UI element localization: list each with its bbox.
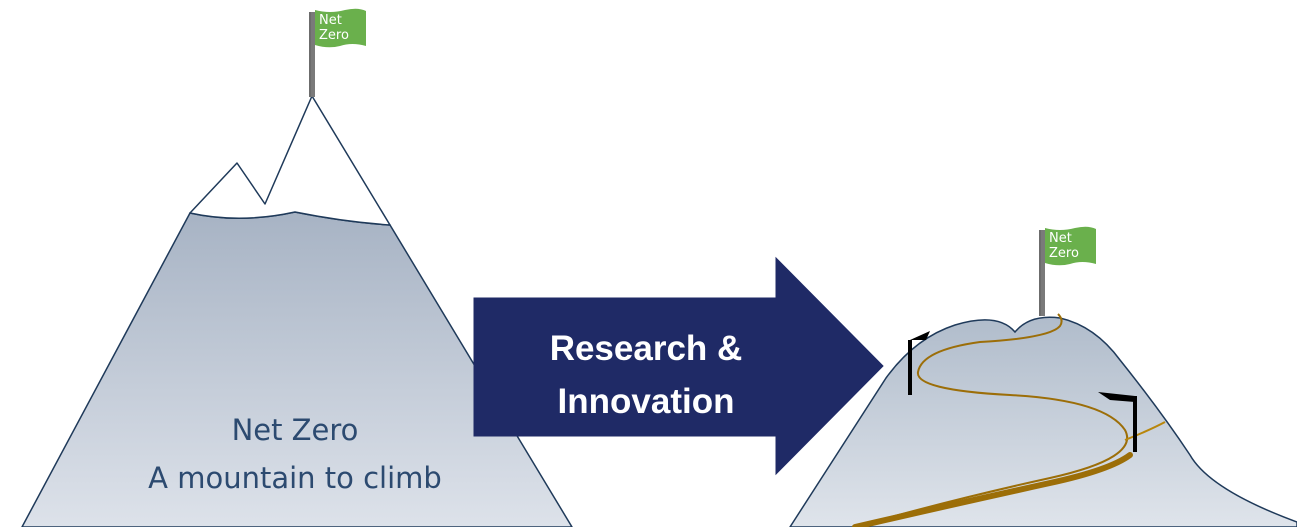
left-mountain-caption-line2: A mountain to climb — [148, 461, 442, 495]
left-mountain: Net Zero Net Zero A mountain to climb — [21, 8, 573, 527]
left-flag — [315, 8, 366, 48]
left-mountain-snowcap — [189, 95, 391, 226]
right-mountain-body — [789, 316, 1297, 527]
right-flag — [1045, 226, 1096, 266]
research-innovation-arrow: Research & Innovation — [473, 256, 884, 476]
winding-path — [854, 313, 1128, 527]
arrow-shape — [473, 256, 884, 476]
right-flag-label-line2: Zero — [1049, 246, 1079, 261]
left-flag-label-line2: Zero — [319, 28, 349, 43]
left-flag-label-line1: Net — [319, 13, 342, 28]
milestone-flag-right — [1098, 392, 1137, 452]
milestone-flag-left — [908, 331, 930, 395]
right-flag-label-line1: Net — [1049, 231, 1072, 246]
arrow-label-line1: Research & — [550, 329, 743, 368]
right-mountain: Net Zero — [789, 226, 1297, 527]
left-mountain-caption-line1: Net Zero — [232, 413, 359, 447]
arrow-label-line2: Innovation — [558, 382, 735, 421]
